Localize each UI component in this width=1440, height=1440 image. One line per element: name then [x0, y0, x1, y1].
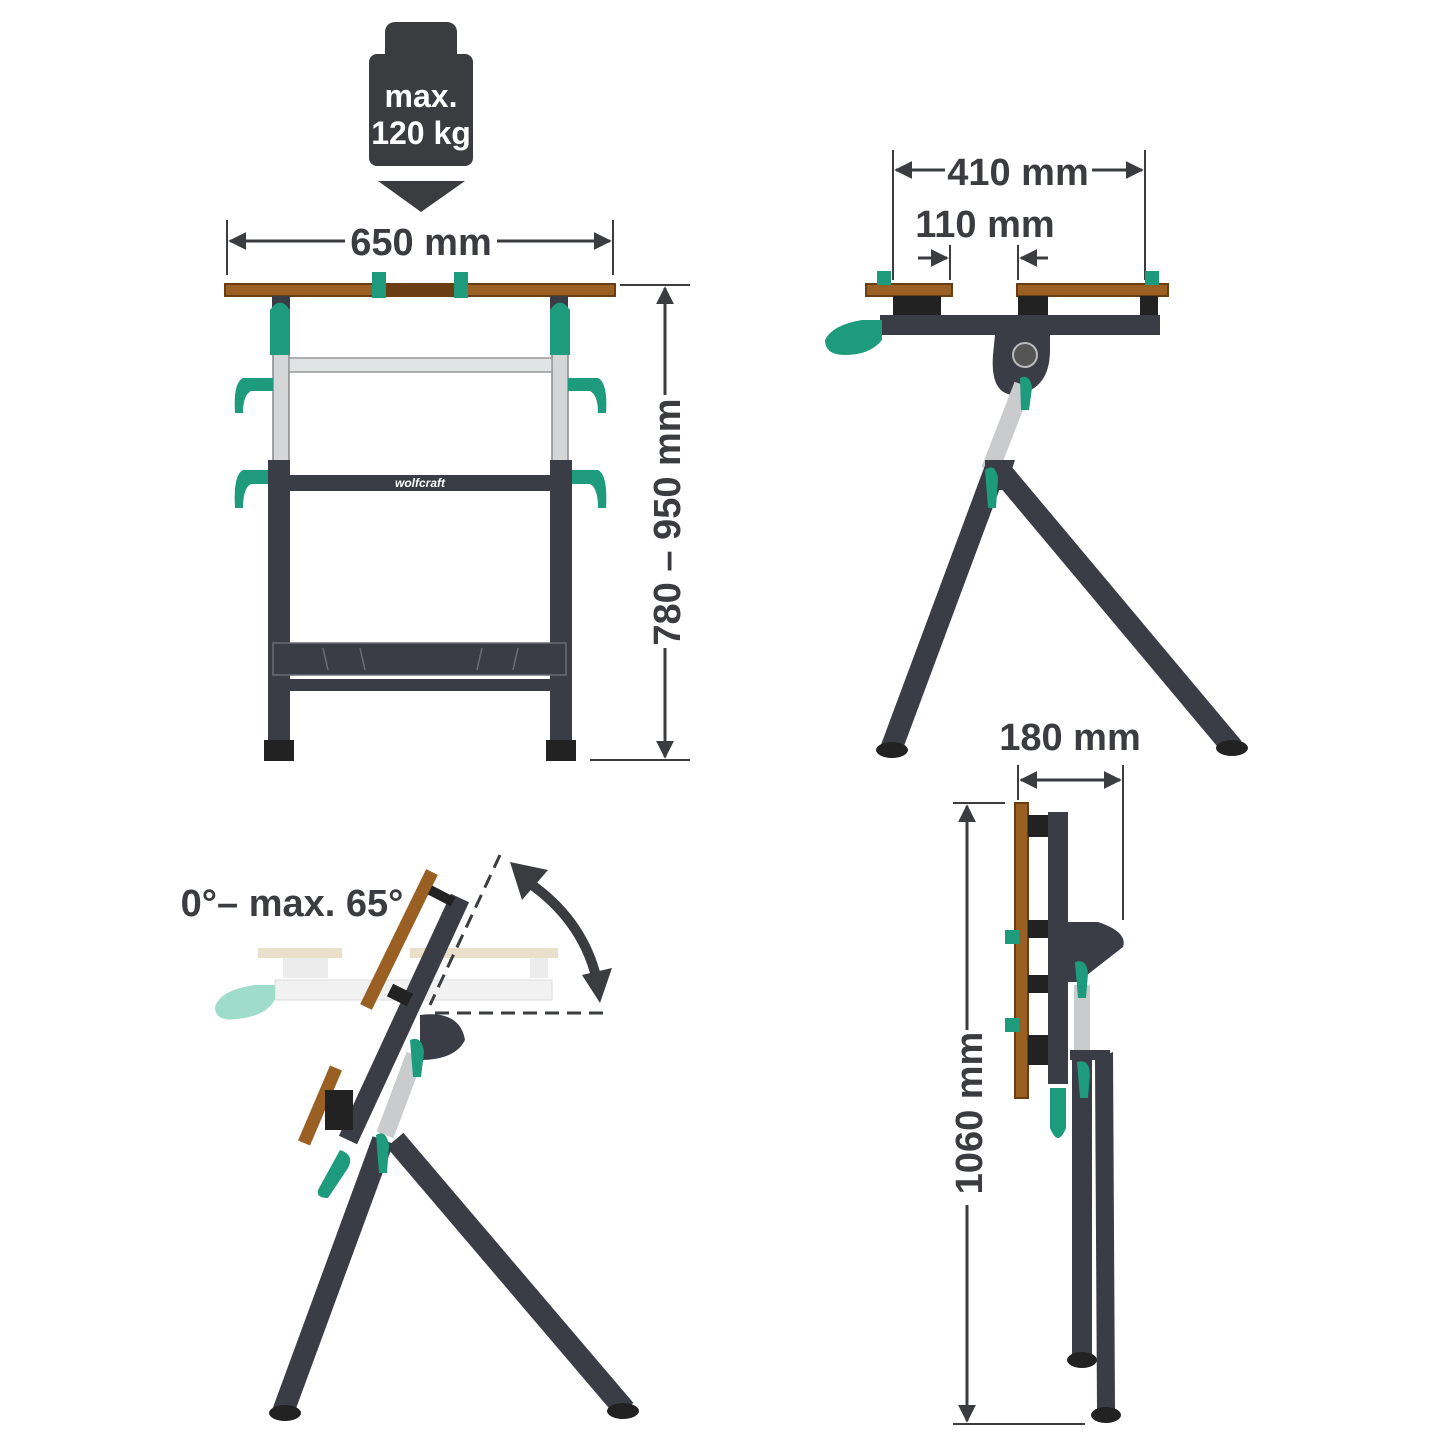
front-width-label: 650 mm — [350, 222, 492, 264]
crossbar — [290, 475, 550, 491]
load-weight-badge: max. 120 kg — [369, 22, 473, 212]
side-clamp-icon — [234, 470, 273, 508]
lower-bar — [290, 679, 550, 691]
folded-leg-back — [1095, 1052, 1115, 1410]
side-leg-left — [879, 466, 1006, 756]
left-leg — [268, 460, 290, 745]
aluminium-post — [981, 381, 1032, 474]
load-max-label: max. — [385, 78, 458, 114]
weight-icon — [369, 22, 473, 166]
side-gap-label: 110 mm — [915, 204, 1054, 246]
foot — [264, 740, 294, 761]
top-clamp — [454, 272, 468, 298]
foot — [546, 740, 576, 761]
wolfcraft-logo: wolfcraft — [395, 476, 446, 490]
front-view: 650 mm 780 – 950 mm wolfcraft — [224, 220, 690, 761]
height-clamp-icon — [550, 302, 570, 355]
side-width-label: 410 mm — [947, 152, 1089, 194]
foot — [607, 1403, 639, 1419]
side-clamp-icon — [568, 378, 607, 413]
folded-beam — [1048, 812, 1068, 1084]
tilted-lower-top — [298, 1065, 342, 1146]
foot — [1067, 1352, 1097, 1368]
aluminium-crossbar — [288, 357, 553, 373]
right-leg — [550, 460, 572, 745]
aluminium-post — [1074, 985, 1090, 1055]
folded-depth-label: 180 mm — [999, 717, 1141, 759]
tilted-beam — [338, 893, 470, 1145]
aluminium-post — [376, 1051, 424, 1139]
front-height-label: 780 – 950 mm — [647, 398, 689, 645]
support-beam — [880, 315, 1160, 335]
handle-clamp-icon — [825, 320, 882, 355]
side-leg-right — [991, 462, 1242, 756]
tilt-view: 0°– max. 65° — [181, 854, 639, 1421]
folded-view: 180 mm 1060 mm — [949, 717, 1141, 1425]
load-value-label: 120 kg — [371, 115, 471, 151]
height-clamp-icon — [270, 302, 290, 355]
tilted-tabletop — [360, 869, 438, 1010]
shelf — [272, 642, 567, 676]
tabletop-left — [865, 283, 953, 297]
tilt-leg-right — [386, 1132, 634, 1418]
foot — [876, 742, 908, 758]
tilt-angle-label: 0°– max. 65° — [181, 883, 404, 925]
tabletop-right — [1016, 283, 1169, 297]
folded-height-label: 1060 mm — [949, 1032, 991, 1195]
side-clamp-icon — [568, 470, 607, 508]
foot — [1216, 740, 1248, 756]
ghost-handle — [215, 985, 275, 1020]
foot — [269, 1405, 301, 1421]
folded-tabletop — [1014, 802, 1029, 1099]
tilt-angle-arrow — [522, 875, 603, 987]
side-view: 410 mm 110 mm — [825, 150, 1248, 758]
tilt-pivot — [420, 1014, 465, 1060]
foot — [1091, 1407, 1121, 1423]
folded-leg-front — [1072, 1055, 1092, 1355]
load-arrow-icon — [378, 181, 465, 212]
tilt-leg-left — [272, 1136, 394, 1416]
side-clamp-icon — [234, 378, 273, 413]
top-clamp — [372, 272, 386, 298]
